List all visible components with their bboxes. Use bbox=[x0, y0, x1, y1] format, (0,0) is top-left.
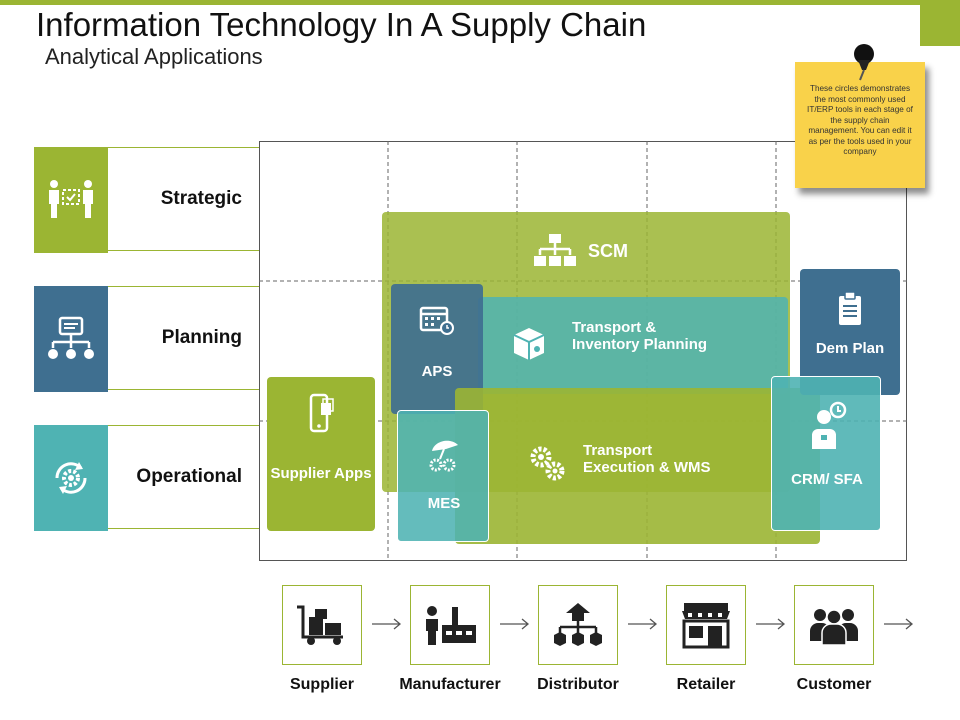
store-front-icon bbox=[682, 603, 730, 649]
scm-label: SCM bbox=[588, 241, 628, 261]
chain-label-customer: Customer bbox=[796, 676, 872, 693]
org-chart-icon bbox=[534, 234, 576, 266]
mes-label: MES bbox=[427, 495, 461, 512]
dem-plan-block: Dem Plan bbox=[800, 269, 900, 395]
mobile-documents-icon bbox=[309, 393, 334, 433]
chain-label-retailer: Retailer bbox=[676, 676, 736, 693]
chain-label-supplier: Supplier bbox=[289, 676, 354, 693]
cycle-gear-icon bbox=[55, 462, 87, 494]
operational-level-tile bbox=[34, 425, 108, 531]
chain-box-distributor bbox=[538, 585, 618, 665]
transport-execution-wms-label: Transport Execution & WMS bbox=[583, 442, 711, 476]
factory-worker-icon bbox=[426, 606, 476, 645]
level-label-strategic: Strategic bbox=[160, 188, 242, 209]
customer-service-icon bbox=[812, 401, 847, 449]
push-pin-icon bbox=[854, 44, 874, 81]
transport-execution-wms-block: Transport Execution & WMS bbox=[455, 388, 820, 544]
level-label-planning: Planning bbox=[161, 327, 242, 348]
gears-icon bbox=[530, 446, 565, 481]
hierarchy-monitor-icon bbox=[48, 316, 94, 359]
arrow-right-icon bbox=[756, 618, 786, 630]
chain-box-retailer bbox=[666, 585, 746, 665]
sticky-note: These circles demonstrates the most comm… bbox=[795, 62, 925, 188]
crm-sfa-block: CRM/ SFA bbox=[771, 376, 881, 531]
clipboard-icon bbox=[839, 291, 861, 325]
arrow-right-icon bbox=[372, 618, 402, 630]
arrow-right-icon bbox=[628, 618, 658, 630]
supplier-apps-label: Supplier Apps bbox=[270, 465, 372, 482]
strategic-level-tile bbox=[34, 147, 108, 253]
operational-label-box: Operational bbox=[108, 425, 260, 529]
arrow-right-icon bbox=[500, 618, 530, 630]
umbrella-gears-icon bbox=[429, 440, 458, 472]
top-accent-bar bbox=[0, 0, 920, 5]
dem-plan-label: Dem Plan bbox=[815, 340, 885, 357]
transport-inventory-planning-block: Transport & Inventory Planning bbox=[478, 297, 788, 394]
chain-box-customer bbox=[794, 585, 874, 665]
distribution-network-icon bbox=[554, 603, 602, 646]
crm-sfa-label: CRM/ SFA bbox=[791, 471, 863, 488]
strategic-label-box: Strategic bbox=[108, 147, 260, 251]
arrow-right-icon bbox=[884, 618, 914, 630]
page-title: Information Technology In A Supply Chain bbox=[36, 6, 647, 43]
cart-boxes-icon bbox=[297, 605, 343, 645]
planning-level-tile bbox=[34, 286, 108, 392]
planning-label-box: Planning bbox=[108, 286, 260, 390]
aps-label: APS bbox=[421, 363, 453, 380]
level-label-operational: Operational bbox=[136, 466, 242, 487]
sticky-note-text: These circles demonstrates the most comm… bbox=[807, 84, 913, 156]
page-subtitle: Analytical Applications bbox=[45, 44, 263, 69]
supplier-apps-block: Supplier Apps bbox=[267, 377, 375, 531]
strategy-people-icon bbox=[49, 180, 93, 218]
calendar-clock-icon bbox=[419, 306, 454, 335]
mes-block: MES bbox=[397, 410, 489, 542]
chain-box-supplier bbox=[282, 585, 362, 665]
chain-label-manufacturer: Manufacturer bbox=[399, 676, 501, 693]
corner-accent bbox=[920, 0, 960, 46]
transport-inventory-planning-label: Transport & Inventory Planning bbox=[572, 319, 708, 353]
people-group-icon bbox=[810, 609, 858, 645]
chain-label-distributor: Distributor bbox=[537, 676, 619, 693]
package-box-icon bbox=[513, 328, 545, 360]
chain-box-manufacturer bbox=[410, 585, 490, 665]
